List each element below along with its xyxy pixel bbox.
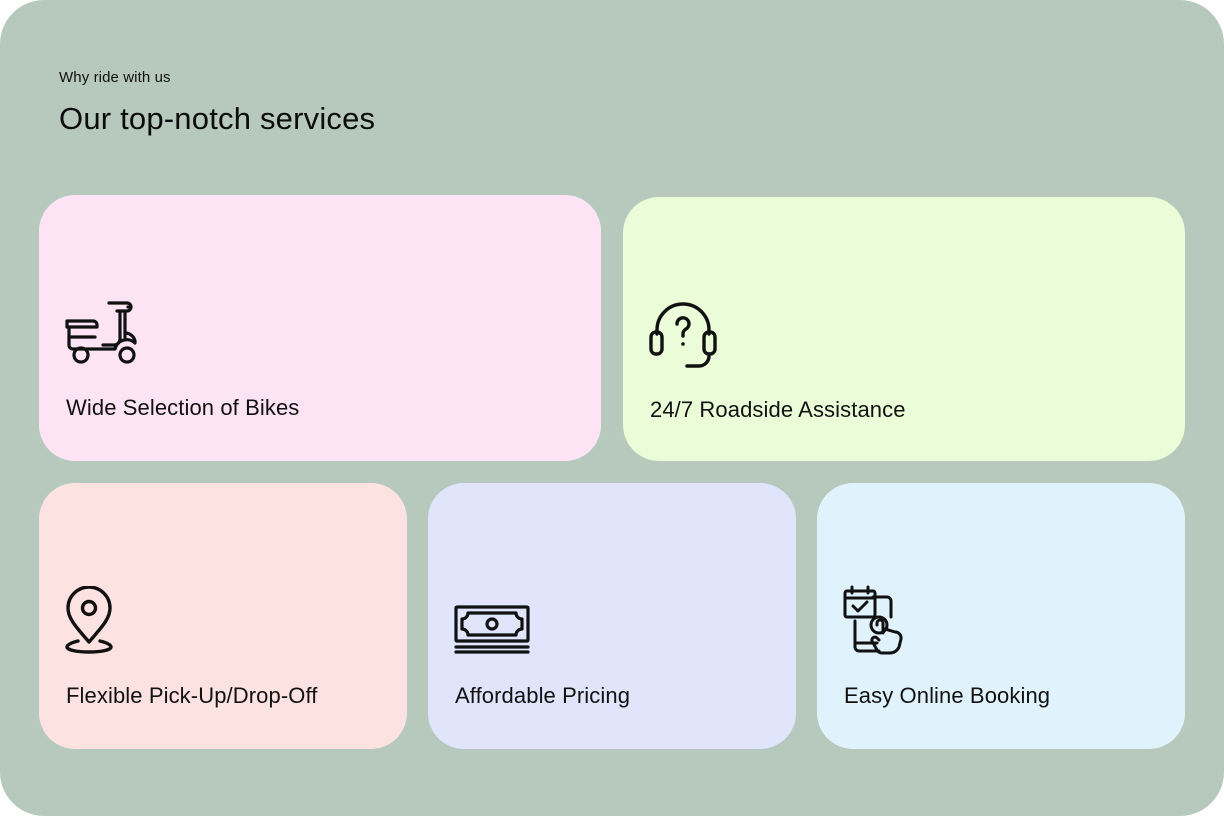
service-card-pickup: Flexible Pick-Up/Drop-Off xyxy=(39,483,407,749)
service-card-bikes: Wide Selection of Bikes xyxy=(39,195,601,461)
mobile-booking-icon xyxy=(843,585,903,655)
location-pin-icon xyxy=(65,586,113,654)
service-label: Easy Online Booking xyxy=(844,683,1051,708)
headset-support-icon xyxy=(649,302,717,368)
cash-icon xyxy=(454,605,530,654)
section-eyebrow: Why ride with us xyxy=(59,69,171,86)
service-card-booking: Easy Online Booking xyxy=(817,483,1185,749)
service-label: Flexible Pick-Up/Drop-Off xyxy=(66,683,318,708)
page-title: Our top-notch services xyxy=(59,101,376,136)
service-label: Wide Selection of Bikes xyxy=(66,395,300,420)
service-label: 24/7 Roadside Assistance xyxy=(650,397,906,422)
service-card-roadside: 24/7 Roadside Assistance xyxy=(623,197,1185,461)
service-label: Affordable Pricing xyxy=(455,683,631,708)
scooter-icon xyxy=(65,301,137,364)
service-card-pricing: Affordable Pricing xyxy=(428,483,796,749)
